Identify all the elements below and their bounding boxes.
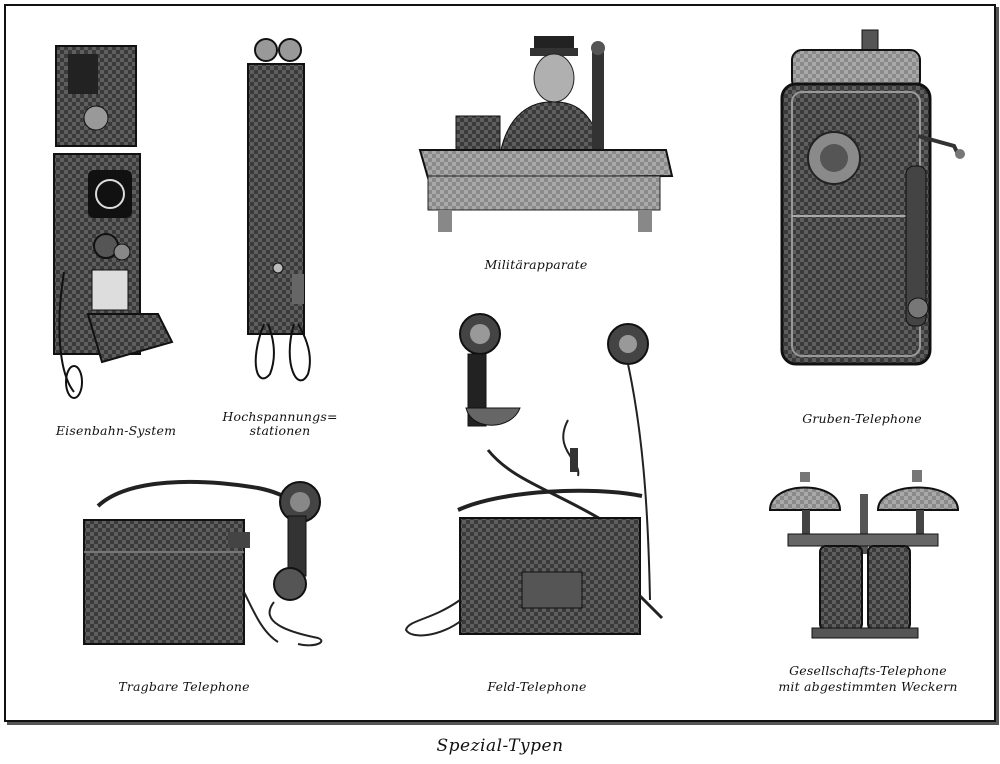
tragbare-telephone-image xyxy=(78,472,338,652)
feld-telephone-drawing xyxy=(404,313,664,637)
caption-gesellschaft-line1: Gesellschafts-Telephone xyxy=(789,663,947,678)
caption-feld: Feld-Telephone xyxy=(487,679,587,694)
illustration-plate: Eisenbahn-System Hochspannungs= statione… xyxy=(4,4,996,722)
caption-hochspannung-line2: stationen xyxy=(249,423,311,438)
gruben-telephone-image xyxy=(768,26,968,376)
caption-gruben: Gruben-Telephone xyxy=(802,411,922,426)
militaer-telephone-image xyxy=(416,30,676,240)
caption-hochspannung-line1: Hochspannungs= xyxy=(222,409,338,424)
eisenbahn-telephone-image xyxy=(48,42,178,402)
caption-tragbare: Tragbare Telephone xyxy=(118,679,250,694)
eisenbahn-telephone-drawing xyxy=(53,45,174,399)
caption-gesellschaft-line2: mit abgestimmten Weckern xyxy=(778,679,958,694)
feld-telephone-image xyxy=(402,300,674,650)
caption-eisenbahn: Eisenbahn-System xyxy=(55,423,177,438)
tragbare-telephone-drawing xyxy=(83,479,323,647)
hochspannung-telephone-drawing xyxy=(247,38,311,382)
gesellschaft-telephone-drawing xyxy=(768,470,960,639)
page-caption: Spezial-Typen xyxy=(436,736,564,756)
gesellschaft-telephone-image xyxy=(760,464,970,654)
hochspannung-telephone-image xyxy=(238,34,328,394)
militaer-telephone-drawing xyxy=(418,36,674,232)
gruben-telephone-drawing xyxy=(780,29,965,366)
caption-militaer: Militärapparate xyxy=(484,257,588,272)
